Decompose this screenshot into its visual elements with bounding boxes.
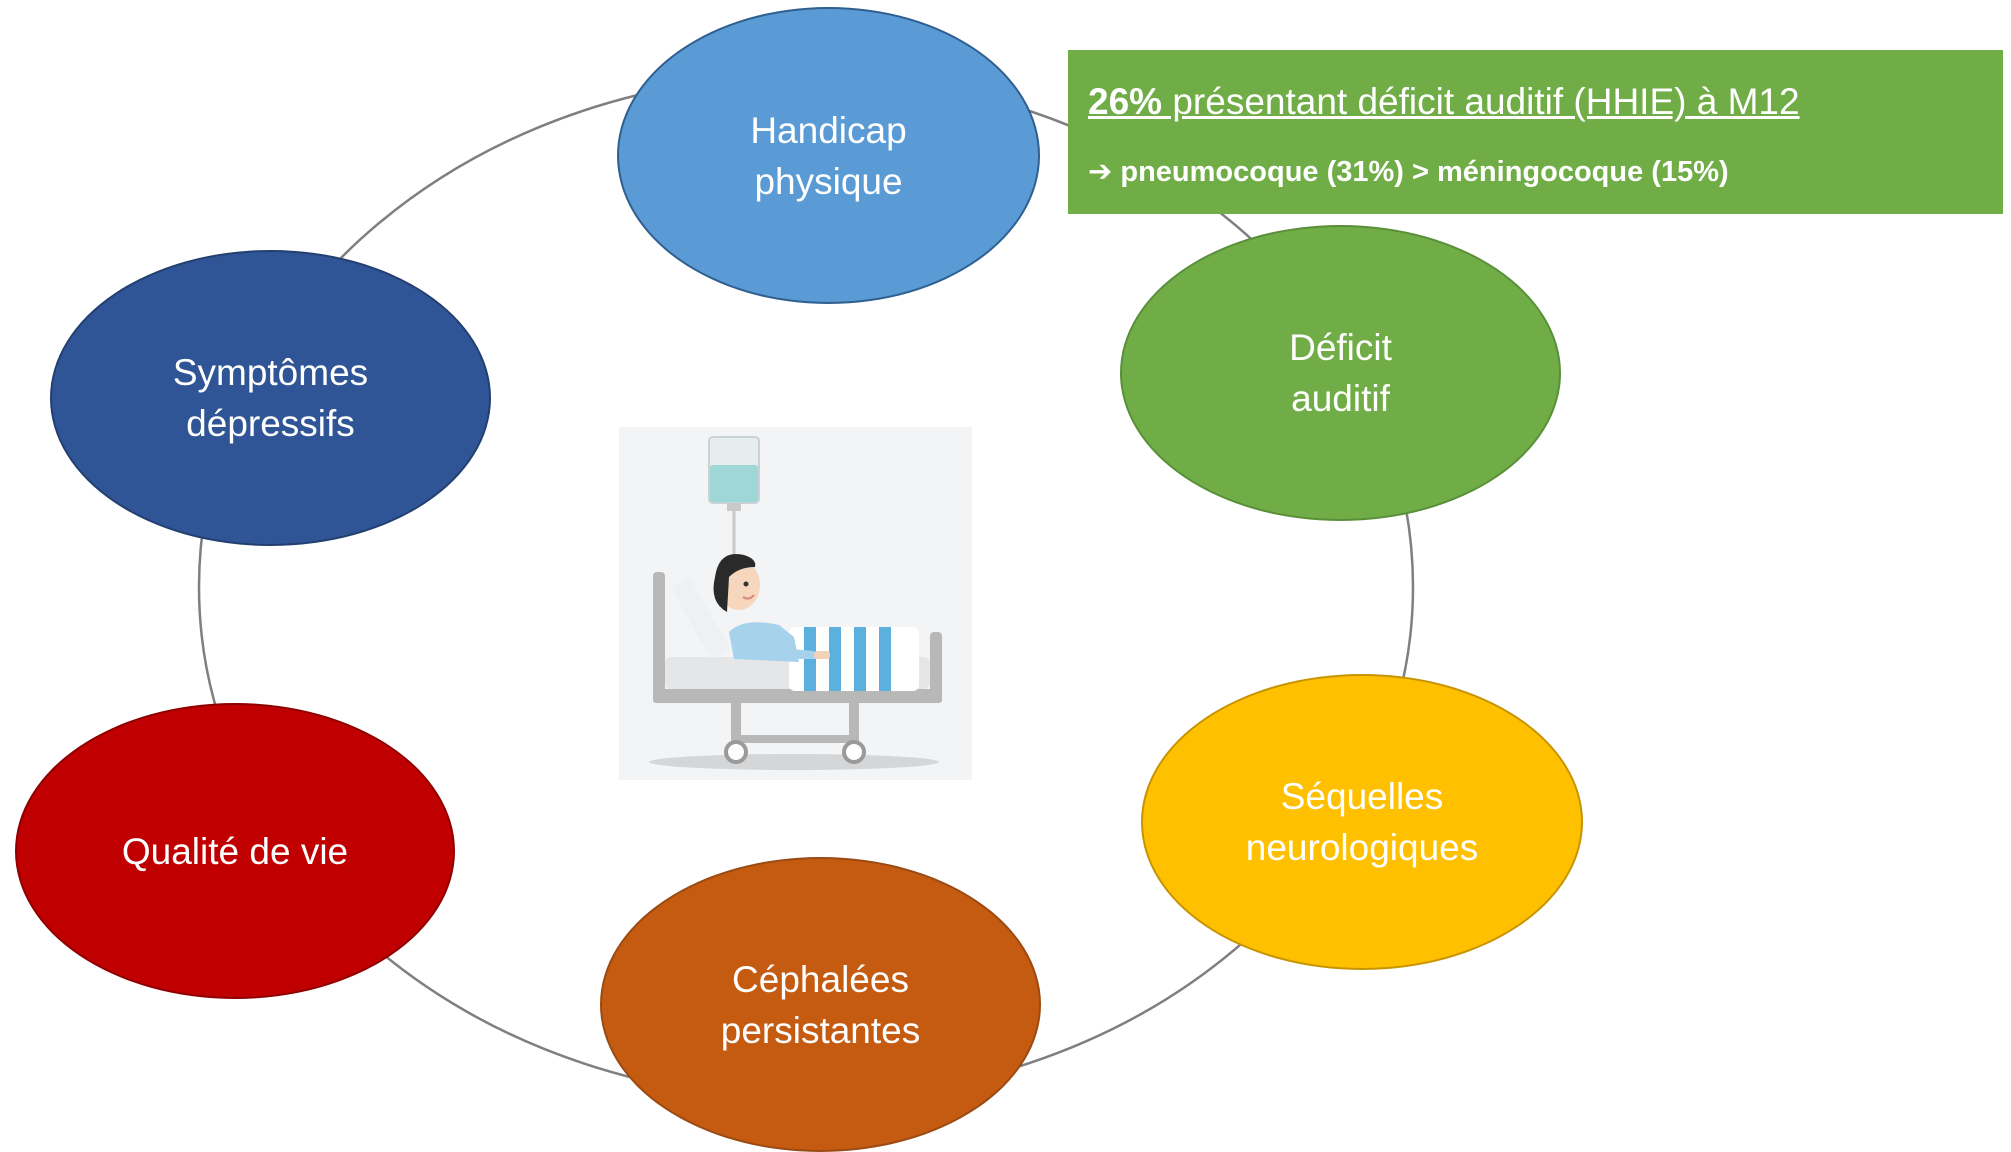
node-label: Qualité de vie: [121, 830, 349, 872]
node-deficit-auditif: Déficit auditif: [1120, 225, 1561, 521]
callout-detail: pneumocoque (31%) > méningocoque (15%): [1112, 156, 1729, 188]
hearing-deficit-callout: 26% présentant déficit auditif (HHIE) à …: [1068, 50, 2003, 214]
callout-headline: 26% présentant déficit auditif (HHIE) à …: [1088, 76, 1800, 128]
node-label: Symptômes dépressifs: [172, 352, 369, 444]
node-handicap-physique: Handicap physique: [617, 7, 1040, 304]
node-qualite-de-vie: Qualité de vie: [15, 703, 455, 999]
node-label: Céphalées persistantes: [720, 958, 921, 1051]
arrow-right-icon: ➔: [1088, 156, 1113, 188]
node-symptomes-depressifs: Symptômes dépressifs: [50, 250, 491, 546]
callout-percent: 26%: [1088, 81, 1163, 122]
patient-illustration: [649, 436, 942, 770]
node-sequelles-neurologiques: Séquelles neurologiques: [1141, 674, 1583, 970]
node-label: Séquelles neurologiques: [1245, 776, 1479, 868]
callout-text: présentant déficit auditif (HHIE) à M12: [1162, 81, 1800, 122]
node-cephalees-persistantes: Céphalées persistantes: [600, 857, 1041, 1152]
node-label: Handicap physique: [750, 109, 907, 202]
callout-detail-line: ➔ pneumocoque (31%) > méningocoque (15%): [1088, 150, 1729, 194]
node-label: Déficit auditif: [1289, 327, 1392, 419]
patient-in-hospital-bed-icon: [619, 427, 972, 780]
